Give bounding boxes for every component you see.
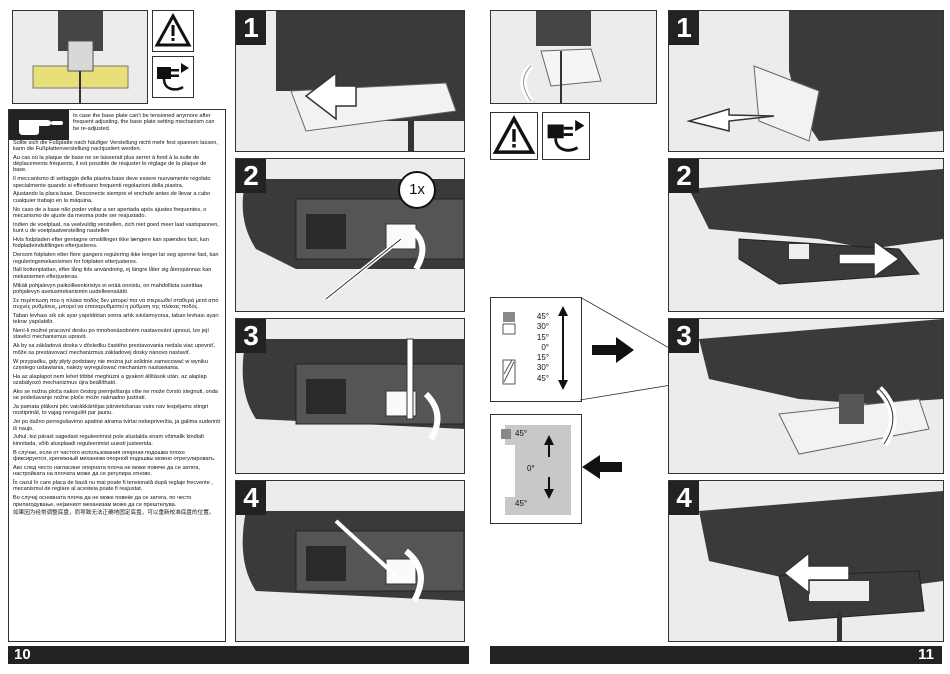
left-step-4-panel: 4 [235, 480, 465, 642]
instruction-pt: No caso de a base não poder voltar a ser… [13, 206, 207, 219]
instruction-ro: În cazul în care placa de bază nu mai po… [13, 480, 213, 493]
instruction-mk: Во случај основната плоча да не може пов… [13, 495, 192, 508]
instruction-sv: Ifall bottenplattan, efter lång tids anv… [13, 267, 212, 280]
instruction-en: In case the base plate can't be tensione… [73, 113, 215, 132]
step-number: 4 [669, 481, 699, 515]
warning-triangle-icon [152, 10, 194, 52]
page-number-left-text: 10 [14, 646, 31, 663]
instruction-zh: 如果因为经常调整底盘，而导致无法正确地固定底盘，可以重新校准底盘的位置。 [13, 510, 215, 517]
once-badge: 1x [398, 171, 436, 209]
instruction-et: Juhul, kui pärast sagedast reguleerimist… [13, 434, 204, 447]
step-number: 2 [669, 159, 699, 193]
angle-scale-diagram-top: 45° 30° 15° 0° 15° 30° 45° [490, 297, 582, 402]
right-step-1-panel: 1 [668, 10, 944, 152]
arrow-right-icon [592, 337, 634, 363]
page-number-right-text: 11 [918, 646, 934, 663]
right-step-4-panel: 4 [668, 480, 944, 642]
instruction-bg: Ако след често нагласяне опорната плоча … [13, 464, 201, 478]
instruction-hu: Ha az alaplapot nem lehet többé meghúzni… [13, 373, 207, 386]
angle-label: 45° [515, 429, 528, 438]
step-number: 1 [669, 11, 699, 45]
angle-scale-diagram-bottom: 45° 0° 45° [490, 414, 582, 524]
angle-label: 45° [515, 499, 528, 508]
angle-label: 0° [541, 342, 549, 352]
left-step-2-panel: 2 1x [235, 158, 465, 312]
page-number-right: 11 [490, 646, 942, 664]
angle-label: 15° [536, 332, 549, 342]
left-step-3-panel: 3 [235, 318, 465, 474]
instruction-el: Σε περίπτωση που η πλάκα ποδός δεν μπορε… [13, 297, 219, 311]
angle-label: 45° [536, 373, 549, 383]
step-number: 3 [669, 319, 699, 353]
instruction-text-block: In case the base plate can't be tensione… [8, 109, 226, 642]
step-number: 2 [236, 159, 266, 193]
unplug-icon [542, 112, 590, 160]
instruction-lv: Ja pamata plāksni pēc vairākkārtējas pār… [13, 404, 209, 417]
instruction-de: Sollte sich die Fußplatte nach häufiger … [13, 139, 218, 152]
angle-label: 45° [536, 312, 549, 321]
instruction-es: Ajustando la placa base. Desconecte siem… [13, 191, 211, 204]
angle-label: 30° [536, 363, 549, 373]
instruction-nl: Indien de voetplaat, na veelvuldig verst… [13, 221, 219, 235]
angle-label: 15° [536, 353, 549, 363]
instruction-it: Il meccanismo di settaggio della piastra… [13, 176, 211, 189]
instruction-ru: В случае, если от частого использования … [13, 449, 216, 462]
warning-triangle-icon [490, 112, 538, 160]
instruction-pl: W przypadku, gdy płyty podstawy nie możn… [13, 358, 208, 371]
instruction-no: Dersom fotplaten etter flere gangers reg… [13, 252, 219, 265]
step-number: 4 [236, 481, 266, 515]
angle-label: 30° [536, 322, 549, 332]
instruction-fi: Mikäli pohjalevyn paikoilleenkiristys ei… [13, 282, 203, 295]
instruction-sk: Ak by sa základová doska v dôsledku čast… [13, 343, 216, 356]
step-number: 3 [236, 319, 266, 353]
right-step-3-panel: 3 [668, 318, 944, 474]
instruction-tr: Taban levhası sık sık ayar yapıldıktan s… [13, 312, 219, 326]
angle-label: 0° [527, 464, 535, 473]
arrow-left-icon [582, 455, 622, 479]
instruction-fr: Au cas où la plaque de base ne se laisse… [13, 154, 207, 174]
unplug-icon [152, 56, 194, 98]
baseplate-thumbnail [490, 10, 657, 104]
right-step-2-panel: 2 [668, 158, 944, 312]
instruction-da: Hvis fodpladen efter gentagne omstilling… [13, 237, 209, 250]
step-number: 1 [236, 11, 266, 45]
instruction-cs: Není-li možné pracovní desku po mnohonás… [13, 328, 209, 341]
page-number-left: 10 [8, 646, 469, 664]
jigsaw-thumbnail [12, 10, 148, 104]
instruction-lt: Jei po dažno perreguliavimo apatinė atra… [13, 419, 221, 432]
instruction-hr: Ako se nožna ploča nakon čestog premješt… [13, 388, 218, 402]
hand-pointer-icon [9, 110, 69, 140]
left-step-1-panel: 1 [235, 10, 465, 152]
